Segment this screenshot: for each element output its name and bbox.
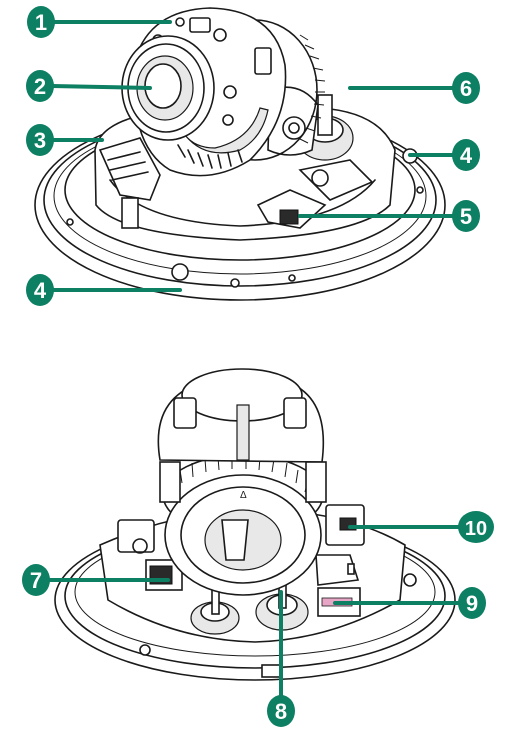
svg-text:4: 4	[460, 143, 473, 168]
callout-marker-6: 6	[452, 72, 480, 104]
callout-marker-4a: 4	[452, 139, 480, 171]
callout-marker-2: 2	[26, 70, 54, 102]
svg-text:3: 3	[34, 128, 46, 153]
callout-marker-10: 10	[458, 511, 494, 543]
svg-text:9: 9	[466, 591, 478, 616]
callout-marker-8: 8	[267, 695, 295, 727]
svg-text:10: 10	[465, 518, 487, 540]
callout-marker-7: 7	[22, 564, 50, 596]
svg-text:1: 1	[35, 10, 47, 35]
callout-marker-3: 3	[26, 124, 54, 156]
callout-marker-4b: 4	[26, 274, 54, 306]
callout-marker-5: 5	[452, 200, 480, 232]
leader-2	[50, 84, 152, 90]
svg-text:8: 8	[275, 699, 287, 724]
bottom-camera-illustration: Δ	[54, 368, 456, 681]
svg-text:6: 6	[460, 76, 472, 101]
svg-text:7: 7	[30, 568, 42, 593]
direction-arrow-mark: Δ	[240, 490, 247, 501]
svg-text:4: 4	[34, 278, 47, 303]
callout-marker-9: 9	[458, 587, 486, 619]
callout-marker-1: 1	[27, 6, 55, 38]
svg-text:2: 2	[34, 74, 46, 99]
svg-text:5: 5	[460, 204, 472, 229]
callout-leaders	[46, 20, 462, 697]
top-camera-illustration	[34, 7, 446, 301]
